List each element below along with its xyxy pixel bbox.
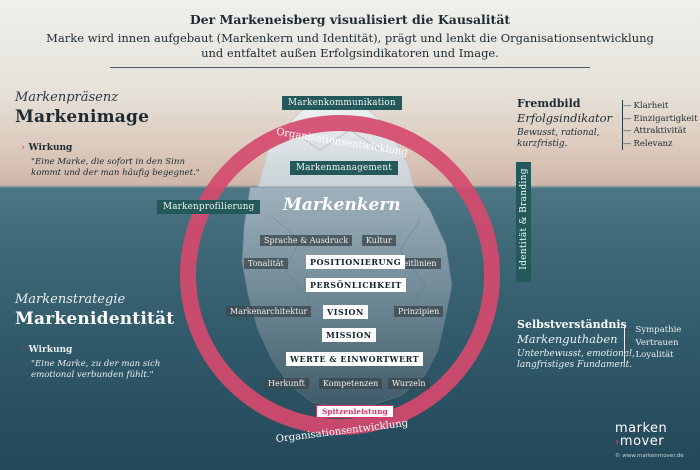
quote-line: "Eine Marke, zu der man sich bbox=[31, 359, 161, 369]
logo-line-2: mover bbox=[619, 434, 665, 449]
list-item: Sympathie bbox=[625, 324, 682, 337]
chip-wurzeln: Wurzeln bbox=[388, 378, 430, 389]
label-spitzenleistung: Spitzenleistung bbox=[316, 405, 394, 418]
chip-markenarchitektur: Markenarchitektur bbox=[226, 306, 312, 317]
chip-kultur: Kultur bbox=[362, 235, 396, 246]
core-vision: VISION bbox=[323, 305, 368, 319]
chip-tonalitaet: Tonalität bbox=[244, 258, 288, 269]
markenpraesenz-label: Markenpräsenz bbox=[15, 90, 119, 105]
markenidentitaet-title: Markenidentität bbox=[15, 309, 175, 329]
logo-line-1: marken bbox=[615, 421, 668, 436]
quote-line: emotional verbunden fühlt." bbox=[31, 370, 154, 380]
left-top-section: Markenpräsenz Markenimage ›Wirkung "Eine… bbox=[15, 90, 200, 179]
fremdbild-list: Klarheit Einzigartigkeit Attraktivität R… bbox=[622, 100, 698, 150]
core-positionierung: POSITIONIERUNG bbox=[306, 255, 406, 269]
list-item: Vertrauen bbox=[625, 337, 681, 350]
list-item: Einzigartigkeit bbox=[623, 113, 698, 126]
list-item: Klarheit bbox=[623, 100, 698, 113]
logo-url: © www.markenmover.de bbox=[615, 453, 684, 459]
label-markenkommunikation: Markenkommunikation bbox=[282, 96, 402, 110]
markenimage-quote: "Eine Marke, die sofort in den Sinn komm… bbox=[21, 157, 200, 179]
page-title: Der Markeneisberg visualisiert die Kausa… bbox=[189, 12, 511, 27]
chip-kompetenzen: Kompetenzen bbox=[319, 378, 383, 389]
header-divider bbox=[110, 67, 590, 68]
markenstrategie-label: Markenstrategie bbox=[15, 292, 126, 307]
desc-line: kurzfristig. bbox=[517, 139, 568, 149]
label-markenmanagement: Markenmanagement bbox=[290, 161, 398, 175]
wirkung-label: Wirkung bbox=[28, 345, 73, 355]
fremdbild-desc: Bewusst, rational, kurzfristig. bbox=[517, 128, 612, 150]
organisationsentwicklung-ring bbox=[180, 115, 500, 435]
subtitle-line-2: und entfaltet außen Erfolgsindikatoren u… bbox=[201, 46, 499, 60]
identitaet-branding-label: Identität & Branding bbox=[519, 168, 529, 270]
chip-sprache: Sprache & Ausdruck bbox=[260, 235, 353, 246]
chip-leitlinien: Leitlinien bbox=[394, 258, 441, 269]
markenimage-title: Markenimage bbox=[15, 107, 150, 127]
selbstverstaendnis-list: Sympathie Vertrauen Loyalität bbox=[624, 324, 681, 362]
selbstverstaendnis-desc: Unterbewusst, emotional, langfristiges F… bbox=[517, 349, 635, 371]
desc-line: Bewusst, rational, bbox=[517, 128, 600, 138]
right-bottom-section: Selbstverständnis Markenguthaben Unterbe… bbox=[517, 318, 635, 371]
core-mission: MISSION bbox=[322, 328, 376, 342]
arrow-icon: › bbox=[21, 143, 25, 153]
core-persoenlichkeit: PERSÖNLICHKEIT bbox=[306, 278, 406, 292]
desc-line: langfristiges Fundament. bbox=[517, 360, 633, 370]
arrow-icon: › bbox=[21, 345, 25, 355]
right-top-section: Fremdbild Erfolgsindikator Bewusst, rati… bbox=[517, 97, 612, 150]
quote-line: kommt und der man häufig begegnet." bbox=[31, 168, 200, 178]
left-bottom-section: Markenstrategie Markenidentität ›Wirkung… bbox=[15, 292, 174, 381]
fremdbild-title: Fremdbild bbox=[517, 97, 581, 110]
identitaet-branding-bar bbox=[516, 162, 531, 282]
markenmover-logo: marken ›mover © www.markenmover.de bbox=[615, 422, 684, 463]
label-markenprofilierung: Markenprofilierung bbox=[157, 200, 261, 214]
erfolgsindikator-label: Erfolgsindikator bbox=[517, 111, 613, 125]
markenguthaben-label: Markenguthaben bbox=[517, 332, 618, 346]
list-item: Loyalität bbox=[625, 349, 681, 362]
quote-line: "Eine Marke, die sofort in den Sinn bbox=[31, 157, 185, 167]
wirkung-label: Wirkung bbox=[28, 143, 73, 153]
desc-line: Unterbewusst, emotional, bbox=[517, 349, 635, 359]
logo-chevron-icon: › bbox=[615, 435, 620, 448]
list-item: Relevanz bbox=[623, 138, 698, 151]
iceberg-base bbox=[241, 186, 453, 409]
list-item: Attraktivität bbox=[623, 125, 698, 138]
markenkern-title: Markenkern bbox=[283, 195, 401, 215]
chip-prinzipien: Prinzipien bbox=[394, 306, 444, 317]
page-subtitle: Marke wird innen aufgebaut (Markenkern u… bbox=[0, 31, 700, 61]
core-werte: WERTE & EINWORTWERT bbox=[286, 352, 424, 366]
markenidentitaet-quote: "Eine Marke, zu der man sich emotional v… bbox=[21, 359, 174, 381]
chip-herkunft: Herkunft bbox=[264, 378, 309, 389]
selbstverstaendnis-title: Selbstverständnis bbox=[517, 318, 627, 331]
subtitle-line-1: Marke wird innen aufgebaut (Markenkern u… bbox=[46, 31, 654, 45]
